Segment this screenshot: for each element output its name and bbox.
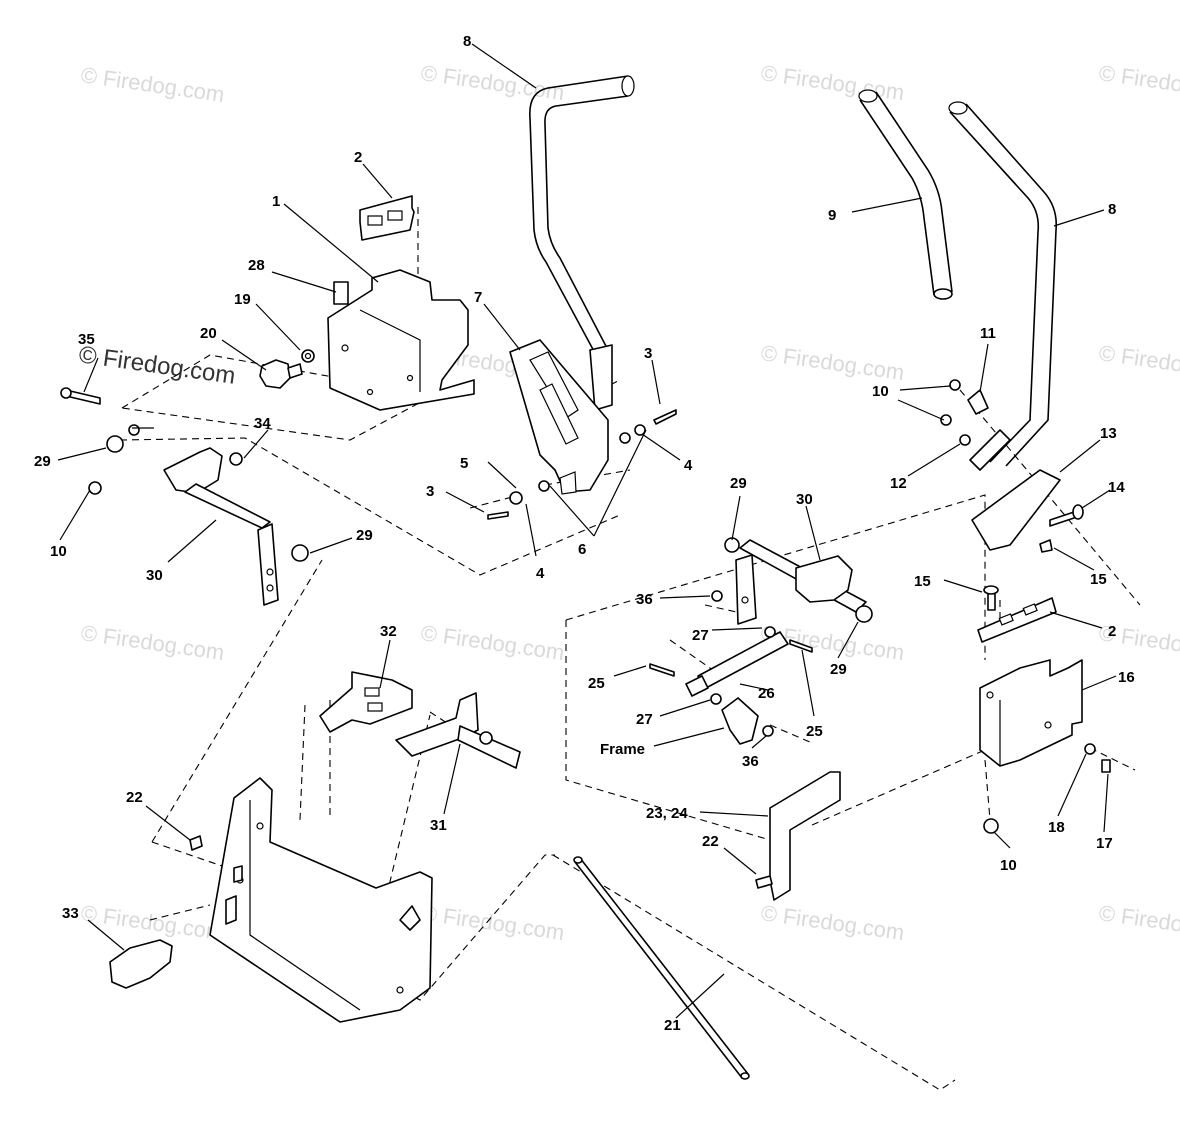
end-cap-33 [109,939,173,989]
callout-25: 25 [806,723,823,740]
callout-32: 32 [380,623,397,640]
watermark: © Firedog.com [79,62,226,107]
nut-19 [301,349,315,363]
callout-labels: 8 2 1 28 19 20 35 7 3 5 3 4 6 4 34 29 10… [34,33,1135,1034]
callout-frame: Frame [600,741,645,758]
callout-30: 30 [146,567,163,584]
callout-9: 9 [828,207,836,224]
callout-10: 10 [872,383,889,400]
callout-10: 10 [1000,857,1017,874]
watermark: © Firedog.com [759,60,906,105]
callout-17: 17 [1096,835,1113,852]
callout-34: 34 [254,415,271,432]
callout-13: 13 [1100,425,1117,442]
callout-29: 29 [34,453,51,470]
callout-26: 26 [758,685,775,702]
callout-11: 11 [980,325,996,342]
callout-7: 7 [474,289,482,306]
callout-16: 16 [1118,669,1135,686]
callout-12: 12 [890,475,907,492]
left-hardware [60,387,309,562]
control-housing-right [979,659,1111,834]
watermark: © Firedog.com [1097,900,1180,945]
rod-21 [573,856,750,1080]
watermark: © Firedog.com [1097,60,1180,105]
callout-27: 27 [692,627,709,644]
right-linkage-hardware [940,379,1084,611]
bracket-plate-2-top [359,195,415,241]
callout-22: 22 [702,833,719,850]
watermark: © Firedog.com [1097,340,1180,385]
handle-lever-right [948,101,1058,471]
callout-35: 35 [78,331,95,348]
callout-22: 22 [126,789,143,806]
callout-8: 8 [463,33,471,50]
pivot-arm-right [724,537,873,625]
callout-27: 27 [636,711,653,728]
callout-36: 36 [742,753,759,770]
center-hardware [487,409,677,520]
bracket-32 [319,671,413,733]
frame-bracket [721,697,759,745]
knob-20 [259,359,303,389]
bracket-plate-2-right [977,597,1057,643]
callout-10: 10 [50,543,67,560]
pivot-arm-left [163,447,279,606]
callout-25: 25 [588,675,605,692]
callout-30: 30 [796,491,813,508]
callout-15: 15 [914,573,931,590]
callout-14: 14 [1108,479,1125,496]
handle-lever-left [529,75,635,411]
callout-29: 29 [356,527,373,544]
callout-15: 15 [1090,571,1107,588]
callout-23-24: 23, 24 [646,805,688,822]
watermark: © Firedog.com [759,900,906,945]
callout-19: 19 [234,291,251,308]
control-housing-left [327,269,475,411]
callout-18: 18 [1048,819,1065,836]
callout-6: 6 [578,541,586,558]
watermark: © Firedog.com [419,60,566,105]
cover-plate-23-24 [755,771,841,901]
callout-29: 29 [830,661,847,678]
watermark-prominent: © Firedog.com [77,341,237,390]
callout-33: 33 [62,905,79,922]
callout-2: 2 [1108,623,1116,640]
callout-3: 3 [426,483,434,500]
callout-36: 36 [636,591,653,608]
watermark: © Firedog.com [79,620,226,665]
guide-plate [509,339,609,495]
callout-5: 5 [460,455,468,472]
callout-20: 20 [200,325,217,342]
watermark: © Firedog.com [759,340,906,385]
seat-cover-panel [189,777,433,1023]
callout-21: 21 [664,1017,681,1034]
callout-4: 4 [684,457,693,474]
watermark: © Firedog.com [419,900,566,945]
callout-31: 31 [430,817,447,834]
callout-8: 8 [1108,201,1116,218]
gas-spring-26 [649,590,813,737]
lever-31 [395,692,521,769]
handle-grip-9 [858,89,953,300]
callout-1: 1 [272,193,280,210]
callout-4: 4 [536,565,545,582]
callout-3: 3 [644,345,652,362]
watermark: © Firedog.com [419,620,566,665]
callout-28: 28 [248,257,265,274]
watermark: © Firedog.com [79,900,226,945]
callout-leaders [57,43,1117,1019]
callout-2: 2 [354,149,362,166]
callout-29: 29 [730,475,747,492]
